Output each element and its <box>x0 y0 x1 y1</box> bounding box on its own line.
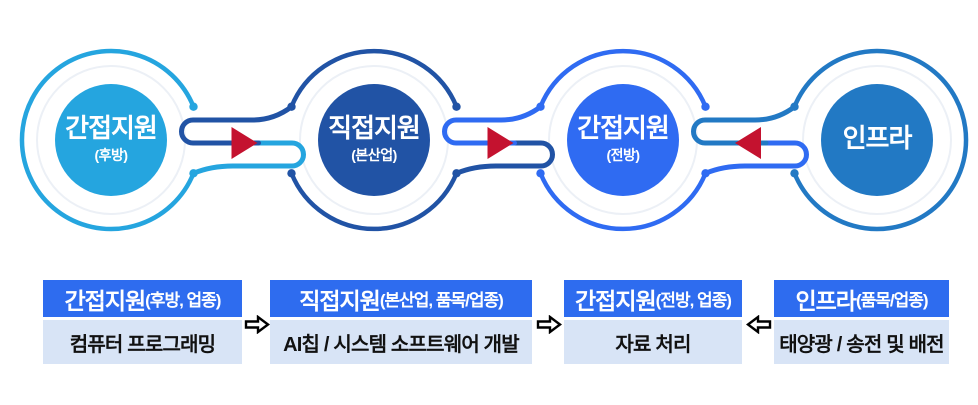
ring-end-dots <box>189 102 799 178</box>
node-core-2 <box>318 84 430 196</box>
card-body: 자료 처리 <box>564 320 742 364</box>
link-connector-2 <box>442 104 555 176</box>
flow-arrow-right-icon <box>487 127 514 159</box>
ring-node-3-top <box>538 48 708 109</box>
ring-dot <box>452 102 461 111</box>
card-header: 간접지원(후방, 업종) <box>43 280 242 317</box>
card-arrow-right-icon <box>244 315 270 334</box>
card-header: 직접지원(본산업, 품목/업종) <box>270 280 532 317</box>
flow-arrow-right-icon <box>231 127 258 159</box>
ring-node-2-top <box>289 48 459 109</box>
node-core-3 <box>567 84 679 196</box>
link-connector-3 <box>691 104 809 176</box>
card-header: 간접지원(전방, 업종) <box>564 280 742 317</box>
node-rings <box>19 48 969 232</box>
card-infra: 인프라(품목/업종) 태양광 / 송전 및 배전 <box>774 280 949 364</box>
card-indirect-backward: 간접지원(후방, 업종) 컴퓨터 프로그래밍 <box>43 280 242 364</box>
link-loop-from-node3 <box>703 140 809 176</box>
link-loop-from-node1 <box>191 140 306 176</box>
card-title: 인프라 <box>795 287 856 314</box>
card-title: 간접지원 <box>64 287 147 314</box>
node-core-1 <box>55 84 167 196</box>
card-arrow-left-icon <box>746 315 772 334</box>
ring-node-4 <box>792 48 969 232</box>
flow-arrow-left-icon <box>735 127 761 159</box>
card-body: AI칩 / 시스템 소프트웨어 개발 <box>270 320 532 364</box>
card-qualifier: (전방, 업종) <box>655 291 732 310</box>
card-direct-core: 직접지원(본산업, 품목/업종) AI칩 / 시스템 소프트웨어 개발 <box>270 280 532 364</box>
link-loop-from-node4 <box>691 104 797 146</box>
card-indirect-forward: 간접지원(전방, 업종) 자료 처리 <box>564 280 742 364</box>
card-body: 컴퓨터 프로그래밍 <box>43 320 242 364</box>
card-header: 인프라(품목/업종) <box>774 280 949 317</box>
ring-node-3-bottom <box>538 171 708 232</box>
node-core-4 <box>821 84 933 196</box>
ring-dot <box>536 169 545 178</box>
card-qualifier: (본산업, 품목/업종) <box>379 291 504 310</box>
ring-node-2-bottom <box>289 171 459 232</box>
ring-dot <box>701 102 710 111</box>
card-qualifier: (품목/업종) <box>855 291 929 310</box>
card-arrow-right-icon <box>536 315 562 334</box>
ring-dot <box>790 169 799 178</box>
link-loop-from-node3 <box>442 104 543 146</box>
card-qualifier: (후방, 업종) <box>145 291 221 310</box>
ring-dot <box>287 169 296 178</box>
card-body: 태양광 / 송전 및 배전 <box>774 320 949 364</box>
link-connector-1 <box>179 104 306 176</box>
card-title: 간접지원 <box>575 287 657 314</box>
link-loop-from-node2 <box>454 140 555 176</box>
card-title: 직접지원 <box>299 287 381 314</box>
ring-node-1 <box>19 48 196 232</box>
ring-dot <box>189 102 198 111</box>
link-loop-from-node2 <box>179 104 294 146</box>
